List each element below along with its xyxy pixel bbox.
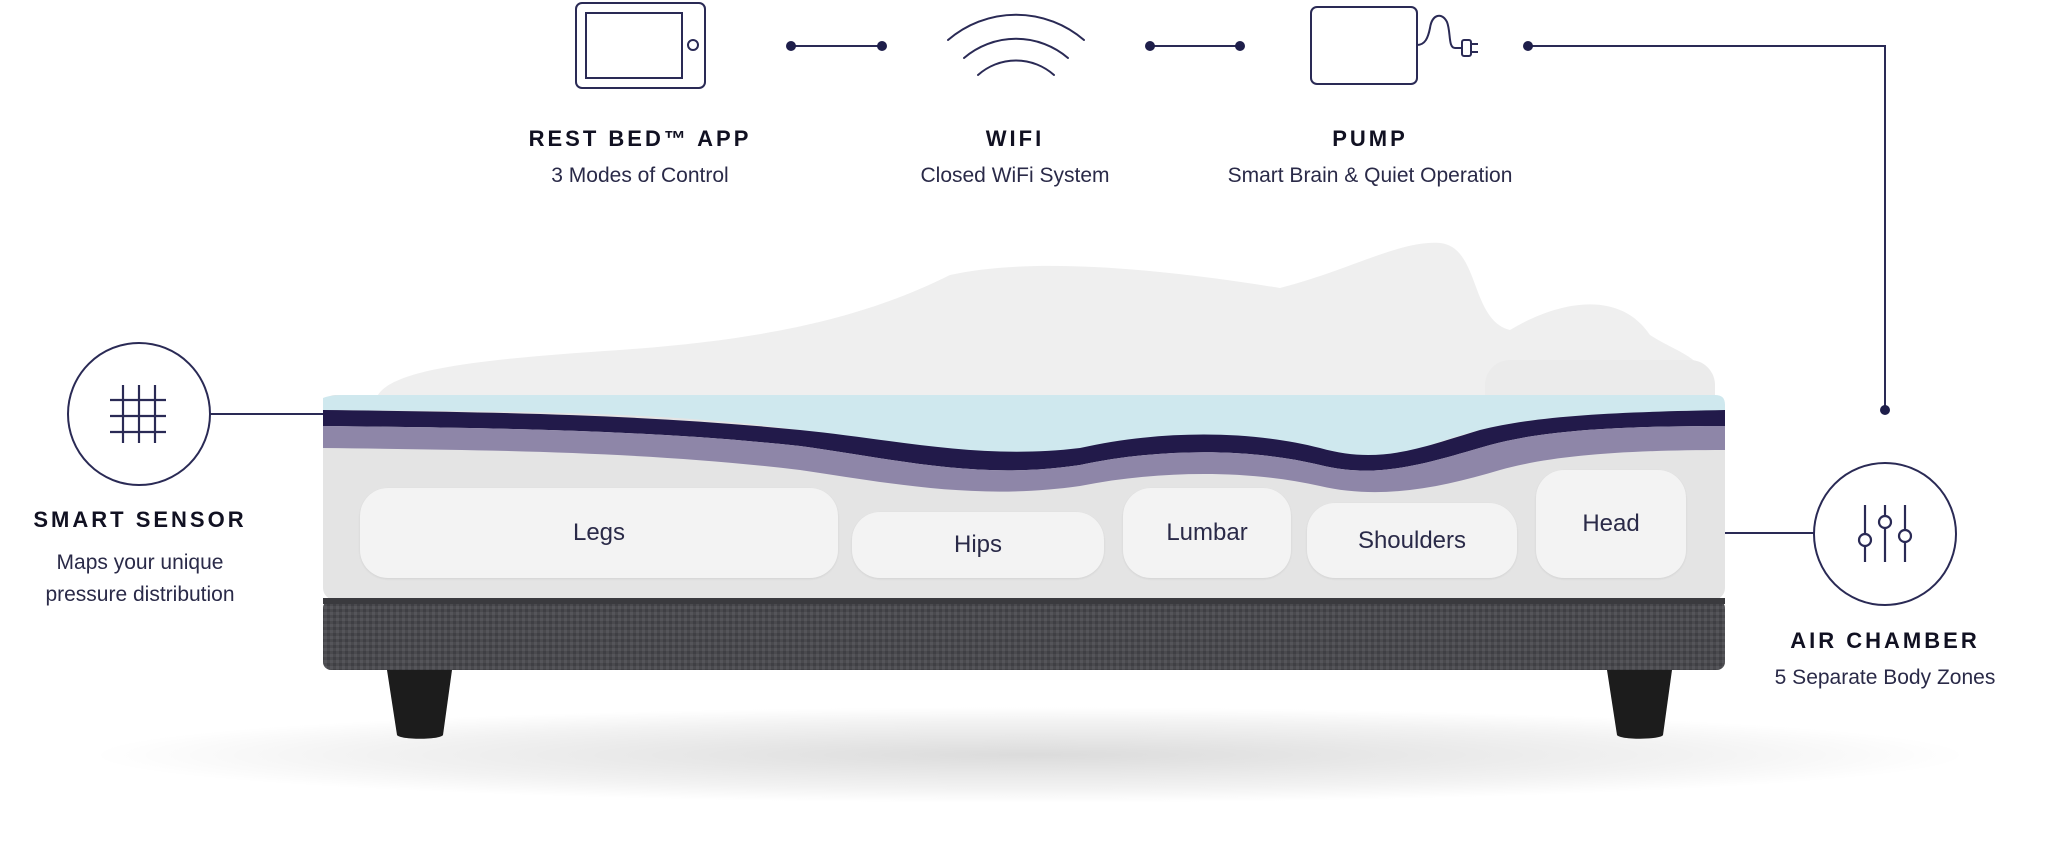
sleeper-silhouette (375, 242, 1711, 405)
wifi-title: WIFI (985, 126, 1045, 151)
dot (1880, 405, 1890, 415)
ice-layer (323, 395, 1725, 463)
zone-hips: Hips (852, 512, 1104, 578)
wifi-label: WIFI Closed WiFi System (880, 126, 1150, 192)
sensor-subtitle-line2: pressure distribution (45, 583, 235, 606)
wifi-subtitle: Closed WiFi System (920, 164, 1110, 187)
bed-base (323, 600, 1725, 670)
sensor-subtitle-line1: Maps your unique (56, 551, 224, 574)
dot (877, 41, 887, 51)
air-chamber-title: AIR CHAMBER (1790, 628, 1980, 653)
zone-shoulders: Shoulders (1307, 503, 1517, 578)
pump-label: PUMP Smart Brain & Quiet Operation (1200, 126, 1540, 192)
pump-subtitle: Smart Brain & Quiet Operation (1227, 164, 1513, 187)
wifi-icon (947, 13, 1085, 76)
connector-lines (210, 45, 1886, 534)
sensor-label: SMART SENSOR Maps your unique pressure d… (10, 507, 270, 611)
tablet-icon (575, 2, 706, 89)
app-subtitle: 3 Modes of Control (551, 164, 729, 187)
connector-pump-chamber (1528, 45, 1886, 410)
zone-legs: Legs (360, 488, 838, 578)
app-title: REST BED™ APP (528, 126, 752, 151)
bed-leg-left (387, 670, 452, 739)
zone-label: Lumbar (1166, 519, 1248, 546)
pump-icon (1310, 6, 1478, 85)
bed-base-top-edge (323, 598, 1725, 604)
zone-head: Head (1536, 470, 1686, 578)
app-label: REST BED™ APP 3 Modes of Control (500, 126, 780, 192)
sensor-title: SMART SENSOR (33, 507, 247, 532)
zone-lumbar: Lumbar (1123, 488, 1291, 578)
dot (786, 41, 796, 51)
dot (1145, 41, 1155, 51)
zone-label: Hips (953, 531, 1002, 558)
zone-label: Shoulders (1357, 526, 1467, 554)
navy-layer (323, 410, 1725, 471)
connector-dots (786, 41, 1890, 415)
zone-label: Head (1582, 510, 1640, 537)
zone-label: Legs (572, 519, 626, 546)
air-chamber-label: AIR CHAMBER 5 Separate Body Zones (1755, 628, 2015, 694)
dot (1235, 41, 1245, 51)
bed-leg-right (1607, 670, 1672, 739)
air-chamber-subtitle: 5 Separate Body Zones (1774, 666, 1996, 689)
sliders-icon (1813, 462, 1957, 606)
dot (1523, 41, 1533, 51)
grid-icon (67, 342, 211, 486)
floor-shadow (90, 707, 1970, 803)
pump-title: PUMP (1332, 126, 1408, 151)
lavender-layer (323, 426, 1725, 493)
